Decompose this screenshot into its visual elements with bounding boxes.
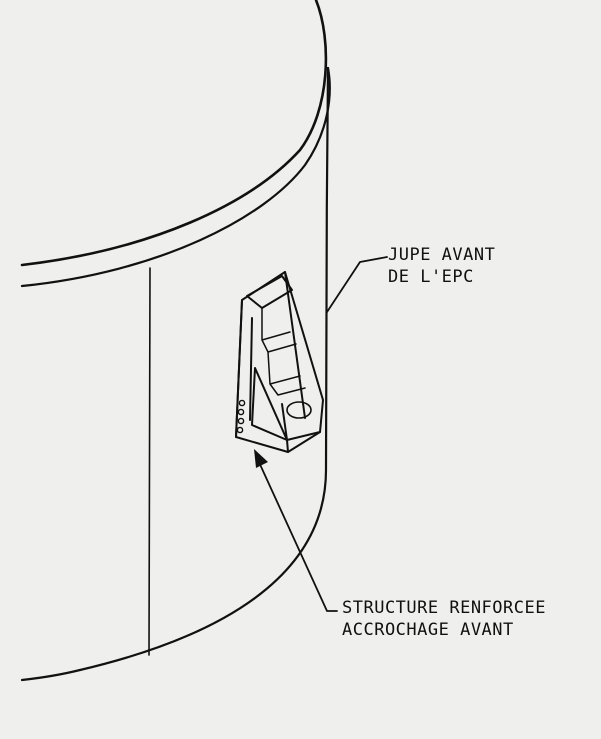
leader-line-structure: [257, 459, 338, 612]
skirt-right-edge: [78, 66, 330, 672]
bracket-base: [281, 403, 321, 453]
skirt-seam-line: [148, 267, 151, 656]
skirt-cylinder: [20, 0, 331, 682]
bracket-bolt-holes: [236, 399, 246, 434]
bracket-structure: [235, 271, 324, 453]
skirt-top-rim-outer: [20, 0, 328, 267]
label-structure-line1: STRUCTURE RENFORCEE: [342, 598, 546, 618]
bracket-boss: [286, 401, 312, 419]
label-structure-renforcee: STRUCTURE RENFORCEE ACCROCHAGE AVANT: [342, 597, 546, 641]
label-jupe-avant: JUPE AVANT DE L'EPC: [388, 244, 495, 288]
bracket-gusset: [251, 367, 288, 441]
bracket-top-cap: [246, 275, 293, 309]
label-jupe-line2: DE L'EPC: [388, 267, 474, 287]
label-jupe-line1: JUPE AVANT: [388, 245, 496, 265]
leader-arrowhead: [254, 449, 268, 468]
skirt-bottom-edge: [20, 668, 82, 682]
bracket-ribs: [261, 307, 306, 396]
leader-line-jupe: [326, 256, 388, 313]
label-structure-line2: ACCROCHAGE AVANT: [342, 620, 514, 640]
skirt-top-rim-inner: [20, 66, 331, 288]
